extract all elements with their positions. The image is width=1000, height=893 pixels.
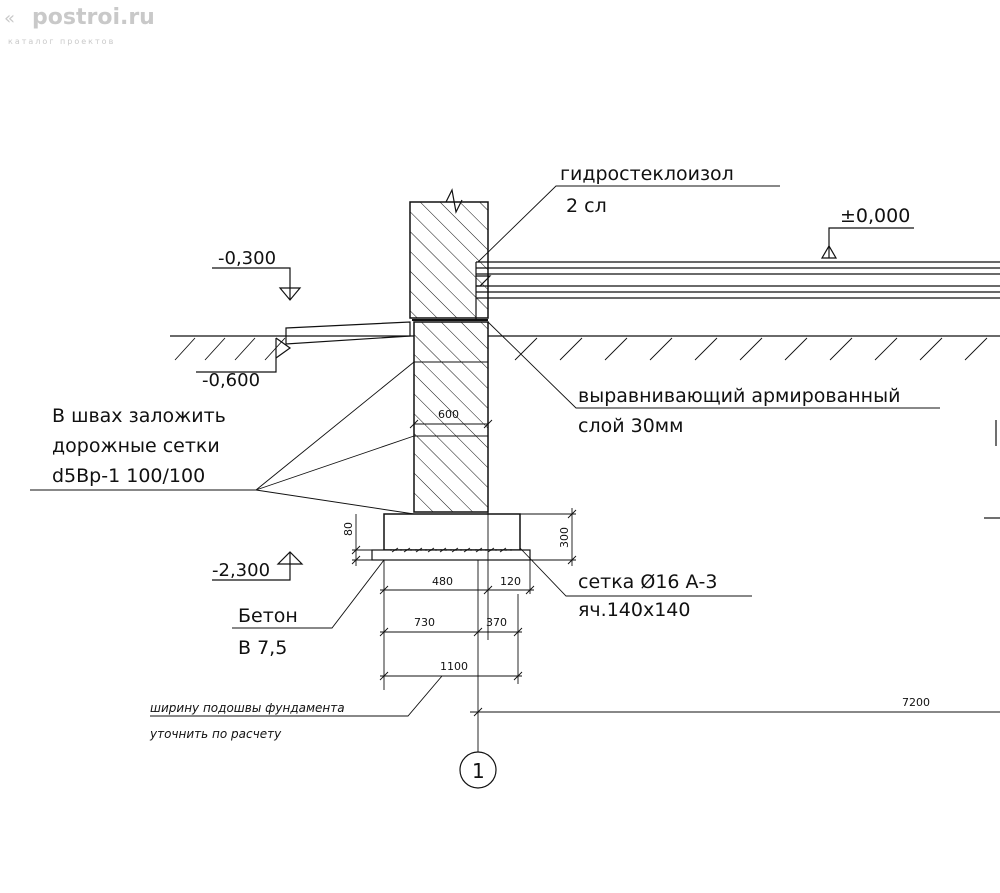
dimension-label-80: 80 bbox=[342, 522, 355, 536]
watermark: « postroi.ru каталог проектов bbox=[4, 5, 155, 46]
dimension-label-600: 600 bbox=[438, 408, 459, 421]
dimension-label-7200: 7200 bbox=[902, 696, 930, 709]
watermark-logo-icon: « bbox=[4, 8, 15, 29]
floor-slab bbox=[475, 261, 1000, 320]
hydro-label: гидростеклоизол bbox=[560, 163, 734, 185]
dimension-label-300: 300 bbox=[558, 527, 571, 548]
ground-line-left bbox=[170, 335, 414, 361]
watermark-tagline: каталог проектов bbox=[8, 37, 115, 46]
break-line-icon bbox=[445, 188, 463, 214]
seams-label-line3: d5Вр-1 100/100 bbox=[52, 465, 205, 487]
seams-label-line2: дорожные сетки bbox=[52, 435, 220, 457]
dimension-80: 80 bbox=[342, 514, 372, 566]
dimension-1100: 1100 bbox=[379, 640, 523, 684]
mesh-label-line1: сетка Ø16 А-3 bbox=[578, 571, 717, 593]
dimension-label-480: 480 bbox=[432, 575, 453, 588]
concrete-label-line1: Бетон bbox=[238, 605, 298, 627]
dimension-730-370: 730 370 bbox=[379, 594, 523, 640]
level-mark-zero: ±0,000 bbox=[820, 205, 914, 259]
level-label-zero: ±0,000 bbox=[840, 205, 910, 227]
dimension-label-730: 730 bbox=[414, 616, 435, 629]
level-mark-m0600: -0,600 bbox=[196, 337, 292, 391]
note-label-line1: ширину подошвы фундамента bbox=[150, 701, 345, 715]
seams-label-line1: В швах заложить bbox=[52, 405, 226, 427]
right-edge-fragments bbox=[984, 420, 1000, 519]
dimension-480-120: 480 120 bbox=[379, 512, 535, 690]
level-label-m0300: -0,300 bbox=[218, 248, 276, 269]
leader-mesh: сетка Ø16 А-3 яч.140х140 bbox=[519, 547, 752, 621]
axis-label-1: 1 bbox=[472, 759, 485, 783]
foundation-wall bbox=[413, 321, 489, 513]
leader-seams: В швах заложить дорожные сетки d5Вр-1 10… bbox=[30, 361, 415, 515]
leveling-label-line1: выравнивающий армированный bbox=[578, 385, 900, 407]
watermark-brand: postroi.ru bbox=[32, 5, 155, 30]
dimension-300: 300 bbox=[520, 508, 577, 566]
note-label-line2: уточнить по расчету bbox=[149, 727, 282, 741]
footing-pad bbox=[371, 513, 531, 561]
axis-marker-circle bbox=[459, 751, 497, 789]
leader-leveling: выравнивающий армированный слой 30мм bbox=[487, 321, 940, 437]
dimension-label-120: 120 bbox=[500, 575, 521, 588]
leveling-label-line2: слой 30мм bbox=[578, 415, 683, 437]
level-mark-m2300: -2,300 bbox=[212, 551, 304, 581]
blind-area bbox=[285, 321, 411, 345]
axis-1: 7200 1 bbox=[459, 560, 1000, 789]
ground-line-right bbox=[488, 335, 1000, 361]
brick-wall-upper bbox=[409, 188, 489, 321]
mesh-label-line2: яч.140х140 bbox=[578, 599, 690, 621]
dimension-label-370: 370 bbox=[486, 616, 507, 629]
level-label-m2300: -2,300 bbox=[212, 560, 270, 581]
concrete-label-line2: В 7,5 bbox=[238, 637, 287, 659]
leader-note: ширину подошвы фундамента уточнить по ра… bbox=[149, 675, 443, 741]
level-mark-m0300: -0,300 bbox=[212, 248, 302, 301]
hydro-layers-label: 2 сл bbox=[566, 195, 607, 217]
level-label-m0600: -0,600 bbox=[202, 370, 260, 391]
dimension-label-1100: 1100 bbox=[440, 660, 468, 673]
dimension-600: 600 bbox=[409, 408, 493, 429]
leader-hydro: гидростеклоизол 2 сл bbox=[477, 163, 780, 263]
leader-concrete: Бетон В 7,5 bbox=[232, 559, 385, 659]
